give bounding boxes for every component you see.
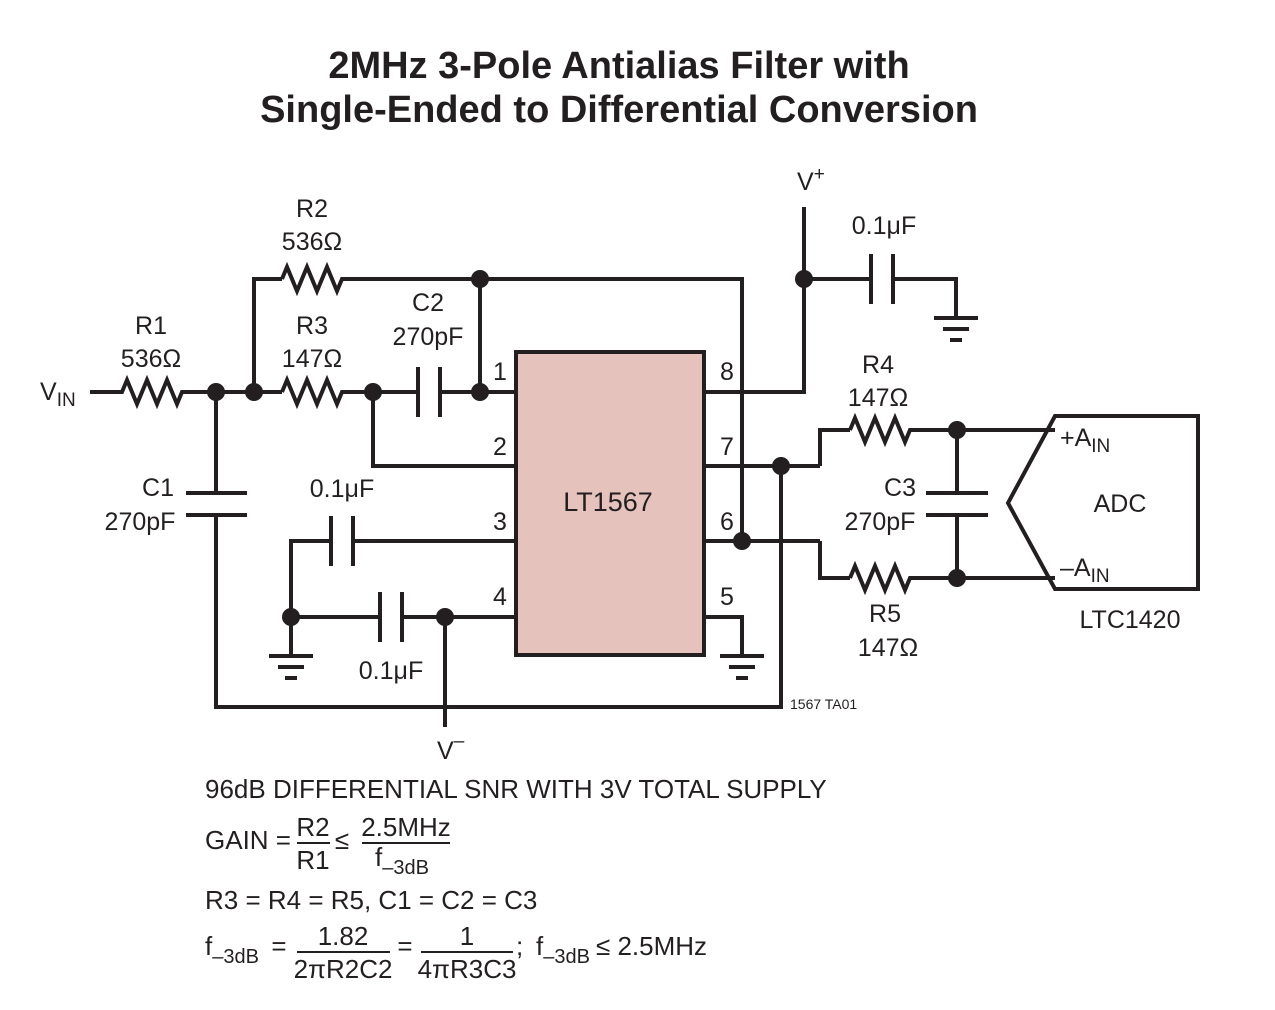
pin3-cap-value: 0.1μF	[310, 475, 374, 503]
wire-r2-to-pin6	[480, 277, 744, 541]
r4-value: 147Ω	[848, 384, 908, 412]
pin-4-label: 4	[493, 583, 507, 611]
pin-1-label: 1	[493, 358, 507, 386]
adc-label: ADC	[1094, 490, 1147, 518]
vplus-label: V+	[797, 164, 825, 196]
r3-name: R3	[296, 312, 328, 340]
r5-resistor	[848, 560, 1055, 596]
title-line-1: 2MHz 3-Pole Antialias Filter with	[328, 45, 909, 87]
r4-name: R4	[862, 351, 894, 379]
wire-pin2	[371, 392, 516, 468]
r5-value: 147Ω	[858, 634, 918, 662]
c1-name: C1	[142, 474, 174, 502]
note-frac2-num: 1	[460, 921, 474, 951]
note-f3db-label: f–3dB	[205, 931, 259, 968]
c2-value: 270pF	[393, 323, 464, 351]
c3-name: C3	[884, 474, 916, 502]
pin-7-label: 7	[720, 433, 734, 461]
wire-r4-left	[818, 428, 850, 466]
note-equalities: R3 = R4 = R5, C1 = C2 = C3	[205, 885, 537, 915]
wire-vplus-cap-ground	[894, 277, 958, 317]
note-gain-le: ≤	[335, 825, 349, 855]
pin-2-label: 2	[493, 433, 507, 461]
r5-name: R5	[869, 600, 901, 628]
wire-r2-left	[252, 277, 282, 392]
pin-5-label: 5	[720, 583, 734, 611]
note-gain-den: R1	[296, 845, 329, 875]
lt1567-ic-body	[514, 350, 706, 657]
vminus-label: V–	[437, 731, 465, 765]
note-eq1: =	[271, 931, 286, 961]
note-semicolon: ;	[516, 931, 523, 961]
ground-left-icon	[269, 654, 313, 680]
r1-name: R1	[135, 312, 167, 340]
wire-c1-loop-to-pin7	[214, 466, 783, 709]
r3-resistor	[280, 374, 373, 410]
junction-dots	[207, 270, 966, 626]
note-f3db-limit: f–3dB≤ 2.5MHz	[536, 931, 707, 968]
adc-input-minus: –AIN	[1060, 554, 1110, 587]
note-snr: 96dB DIFFERENTIAL SNR WITH 3V TOTAL SUPP…	[205, 774, 827, 804]
wire-pin8-vplus	[704, 207, 806, 394]
ground-vplus-icon	[934, 316, 978, 342]
r2-value: 536Ω	[282, 228, 342, 256]
pin-3-label: 3	[493, 508, 507, 536]
adc-part-number: LTC1420	[1080, 606, 1181, 634]
ground-pin5-icon	[720, 654, 764, 680]
vin-label: VIN	[40, 378, 76, 411]
adc-symbol	[1005, 414, 1200, 591]
note-frac1-den: 2πR2C2	[294, 954, 393, 984]
figure-id: 1567 TA01	[790, 696, 857, 712]
note-frac1-num: 1.82	[318, 921, 369, 951]
wire-pin3-cap-ground	[289, 539, 330, 655]
note-frac2-den: 4πR3C3	[418, 954, 517, 984]
r2-resistor	[280, 261, 480, 297]
wire-r5-left	[818, 541, 850, 580]
c1-value: 270pF	[105, 508, 176, 536]
note-eq2: =	[397, 931, 412, 961]
adc-input-plus: +AIN	[1060, 424, 1110, 457]
note-gain-num2: 2.5MHz	[361, 812, 451, 842]
title-line-2: Single-Ended to Differential Conversion	[260, 89, 978, 131]
r2-name: R2	[296, 195, 328, 223]
r1-value: 536Ω	[121, 345, 181, 373]
note-gain-den2: f–3dB	[375, 842, 429, 879]
vplus-cap-value: 0.1μF	[852, 212, 916, 240]
pin-8-label: 8	[720, 358, 734, 386]
ic-name: LT1567	[563, 487, 653, 517]
c2-name: C2	[412, 289, 444, 317]
r3-value: 147Ω	[282, 345, 342, 373]
pin-6-label: 6	[720, 508, 734, 536]
r1-resistor	[90, 374, 216, 410]
note-gain-prefix: GAIN =	[205, 825, 291, 855]
c3-value: 270pF	[845, 508, 916, 536]
r4-resistor	[848, 412, 1055, 448]
note-gain-num: R2	[296, 812, 329, 842]
wire-pin5-ground	[704, 615, 744, 655]
pin4-cap-value: 0.1μF	[359, 657, 423, 685]
